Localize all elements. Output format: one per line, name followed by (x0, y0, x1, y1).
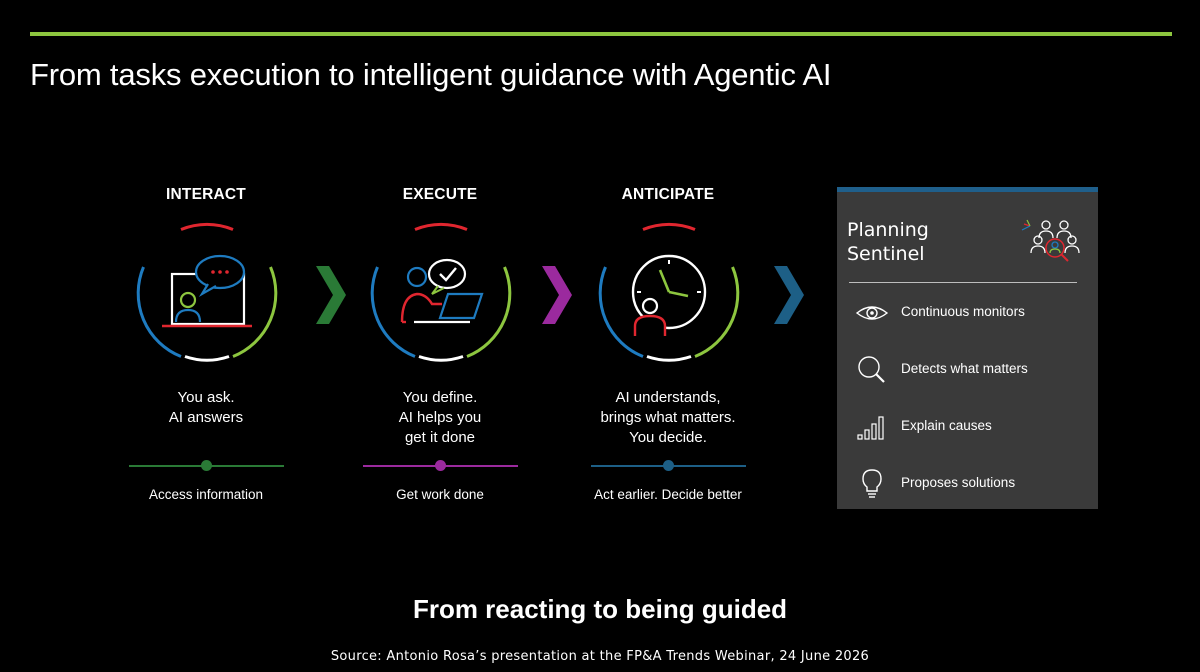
chevron-right-icon (542, 266, 572, 324)
feature-label: Explain causes (901, 418, 992, 433)
chat-laptop-icon (136, 222, 278, 362)
panel-divider (849, 282, 1077, 283)
stage-progress-dot (663, 460, 674, 471)
top-accent-rule (30, 32, 1172, 36)
stage-title: ANTICIPATE (621, 186, 715, 203)
page-title: From tasks execution to intelligent guid… (30, 57, 832, 92)
planning-sentinel-panel: Planning Sentinel Continuous monitors (837, 187, 1098, 509)
person-task-icon (370, 222, 512, 362)
feature-item: Detects what matters (855, 354, 1091, 386)
magnifier-icon (858, 356, 885, 383)
feature-label: Proposes solutions (901, 475, 1016, 490)
chevron-right-icon (316, 266, 346, 324)
lightbulb-icon (862, 469, 882, 498)
feature-label: Continuous monitors (901, 304, 1025, 319)
stage-progress-dot (201, 460, 212, 471)
feature-item: Continuous monitors (855, 297, 1091, 329)
stage-title: EXECUTE (402, 186, 478, 203)
stage-footer: Get work done (396, 487, 484, 502)
stage-description: AI understands, brings what matters. You… (600, 389, 736, 446)
source-caption: Source: Antonio Rosa’s presentation at t… (330, 649, 870, 664)
tagline: From reacting to being guided (412, 594, 788, 624)
stage-footer: Act earlier. Decide better (594, 487, 742, 502)
stage-description: You ask. AI answers (168, 389, 244, 426)
clock-person-icon (598, 222, 740, 362)
eye-icon (855, 306, 889, 320)
stage-footer: Access information (148, 487, 264, 502)
sentinel-people-magnifier-icon (1021, 219, 1080, 262)
stage-description: You define. AI helps you get it done (398, 389, 482, 446)
panel-title: Planning Sentinel (847, 219, 929, 265)
chevron-right-icon (774, 266, 804, 324)
feature-item: Explain causes (855, 411, 1091, 443)
feature-label: Detects what matters (901, 361, 1028, 376)
feature-item: Proposes solutions (855, 468, 1091, 500)
stage-title: INTERACT (166, 186, 246, 203)
bar-chart-icon (857, 416, 884, 440)
stage-progress-dot (435, 460, 446, 471)
